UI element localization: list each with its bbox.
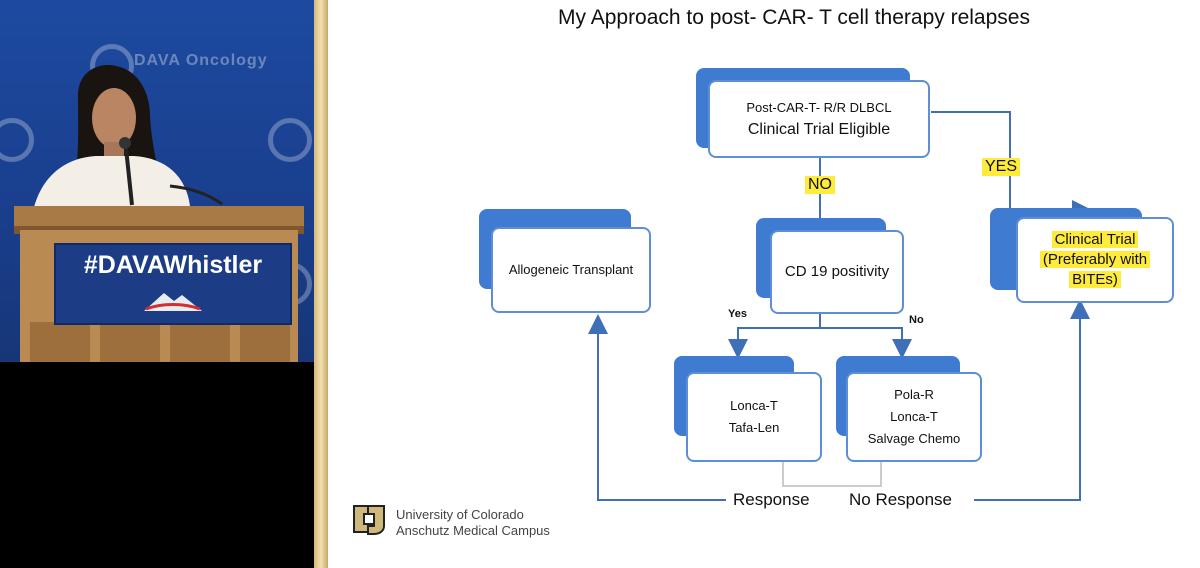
root-line2: Clinical Trial Eligible — [747, 121, 891, 138]
edge-cd19-branch — [737, 327, 903, 352]
node-box: Post-CAR-T- R/R DLBCL Clinical Trial Eli… — [708, 80, 930, 158]
video-letterbox — [0, 362, 314, 568]
node-box: Pola-R Lonca-T Salvage Chemo — [846, 372, 982, 462]
trial-line1: Clinical Trial — [1051, 231, 1139, 248]
cu-logo-icon — [353, 505, 385, 535]
node-box: CD 19 positivity — [770, 230, 904, 314]
label-cd19-yes: Yes — [728, 308, 747, 320]
node-box: Lonca-T Tafa-Len — [686, 372, 822, 462]
label-no-response: No Response — [846, 490, 956, 510]
mountain-logo-icon — [144, 293, 202, 311]
nobox-line3: Salvage Chemo — [867, 431, 961, 446]
podium-sign: #DAVAWhistler — [54, 243, 292, 325]
presentation-slide: My Approach to post- CAR- T cell therapy… — [328, 0, 1200, 568]
node-box: Clinical Trial (Preferably with BITEs) — [1016, 217, 1174, 303]
frame-divider — [314, 0, 328, 568]
watermark-text: DAVA Oncology — [134, 52, 268, 69]
label-no: NO — [805, 176, 835, 194]
university-line1: University of Colorado — [396, 507, 524, 522]
edge-yesbox-response — [782, 462, 826, 487]
yesbox-line2: Tafa-Len — [728, 420, 780, 435]
nobox-line1: Pola-R — [894, 387, 934, 402]
hashtag-text: #DAVAWhistler — [83, 251, 263, 279]
cd19-line1: CD 19 positivity — [784, 263, 890, 280]
label-cd19-no: No — [909, 314, 924, 326]
yesbox-line1: Lonca-T — [730, 398, 778, 413]
dava-logo-watermark — [268, 118, 312, 162]
node-box: Allogeneic Transplant — [491, 227, 651, 313]
edge-nobox-response — [826, 462, 882, 487]
root-line1: Post-CAR-T- R/R DLBCL — [746, 100, 892, 115]
label-response: Response — [730, 490, 813, 510]
edge-response-to-allo — [588, 314, 726, 501]
dava-logo-watermark — [0, 118, 34, 162]
university-name: University of Colorado Anschutz Medical … — [396, 507, 550, 539]
trial-line3: BITEs) — [1069, 271, 1121, 288]
speaker-video: DAVA Oncology #DAVAWhistler — [0, 0, 314, 568]
trial-line2: (Preferably with — [1039, 251, 1151, 268]
nobox-line2: Lonca-T — [890, 409, 938, 424]
label-yes: YES — [982, 158, 1021, 176]
slide-title: My Approach to post- CAR- T cell therapy… — [558, 6, 1030, 29]
edge-noresponse-to-trial — [974, 299, 1090, 501]
allo-line1: Allogeneic Transplant — [508, 262, 634, 277]
university-line2: Anschutz Medical Campus — [396, 523, 550, 538]
